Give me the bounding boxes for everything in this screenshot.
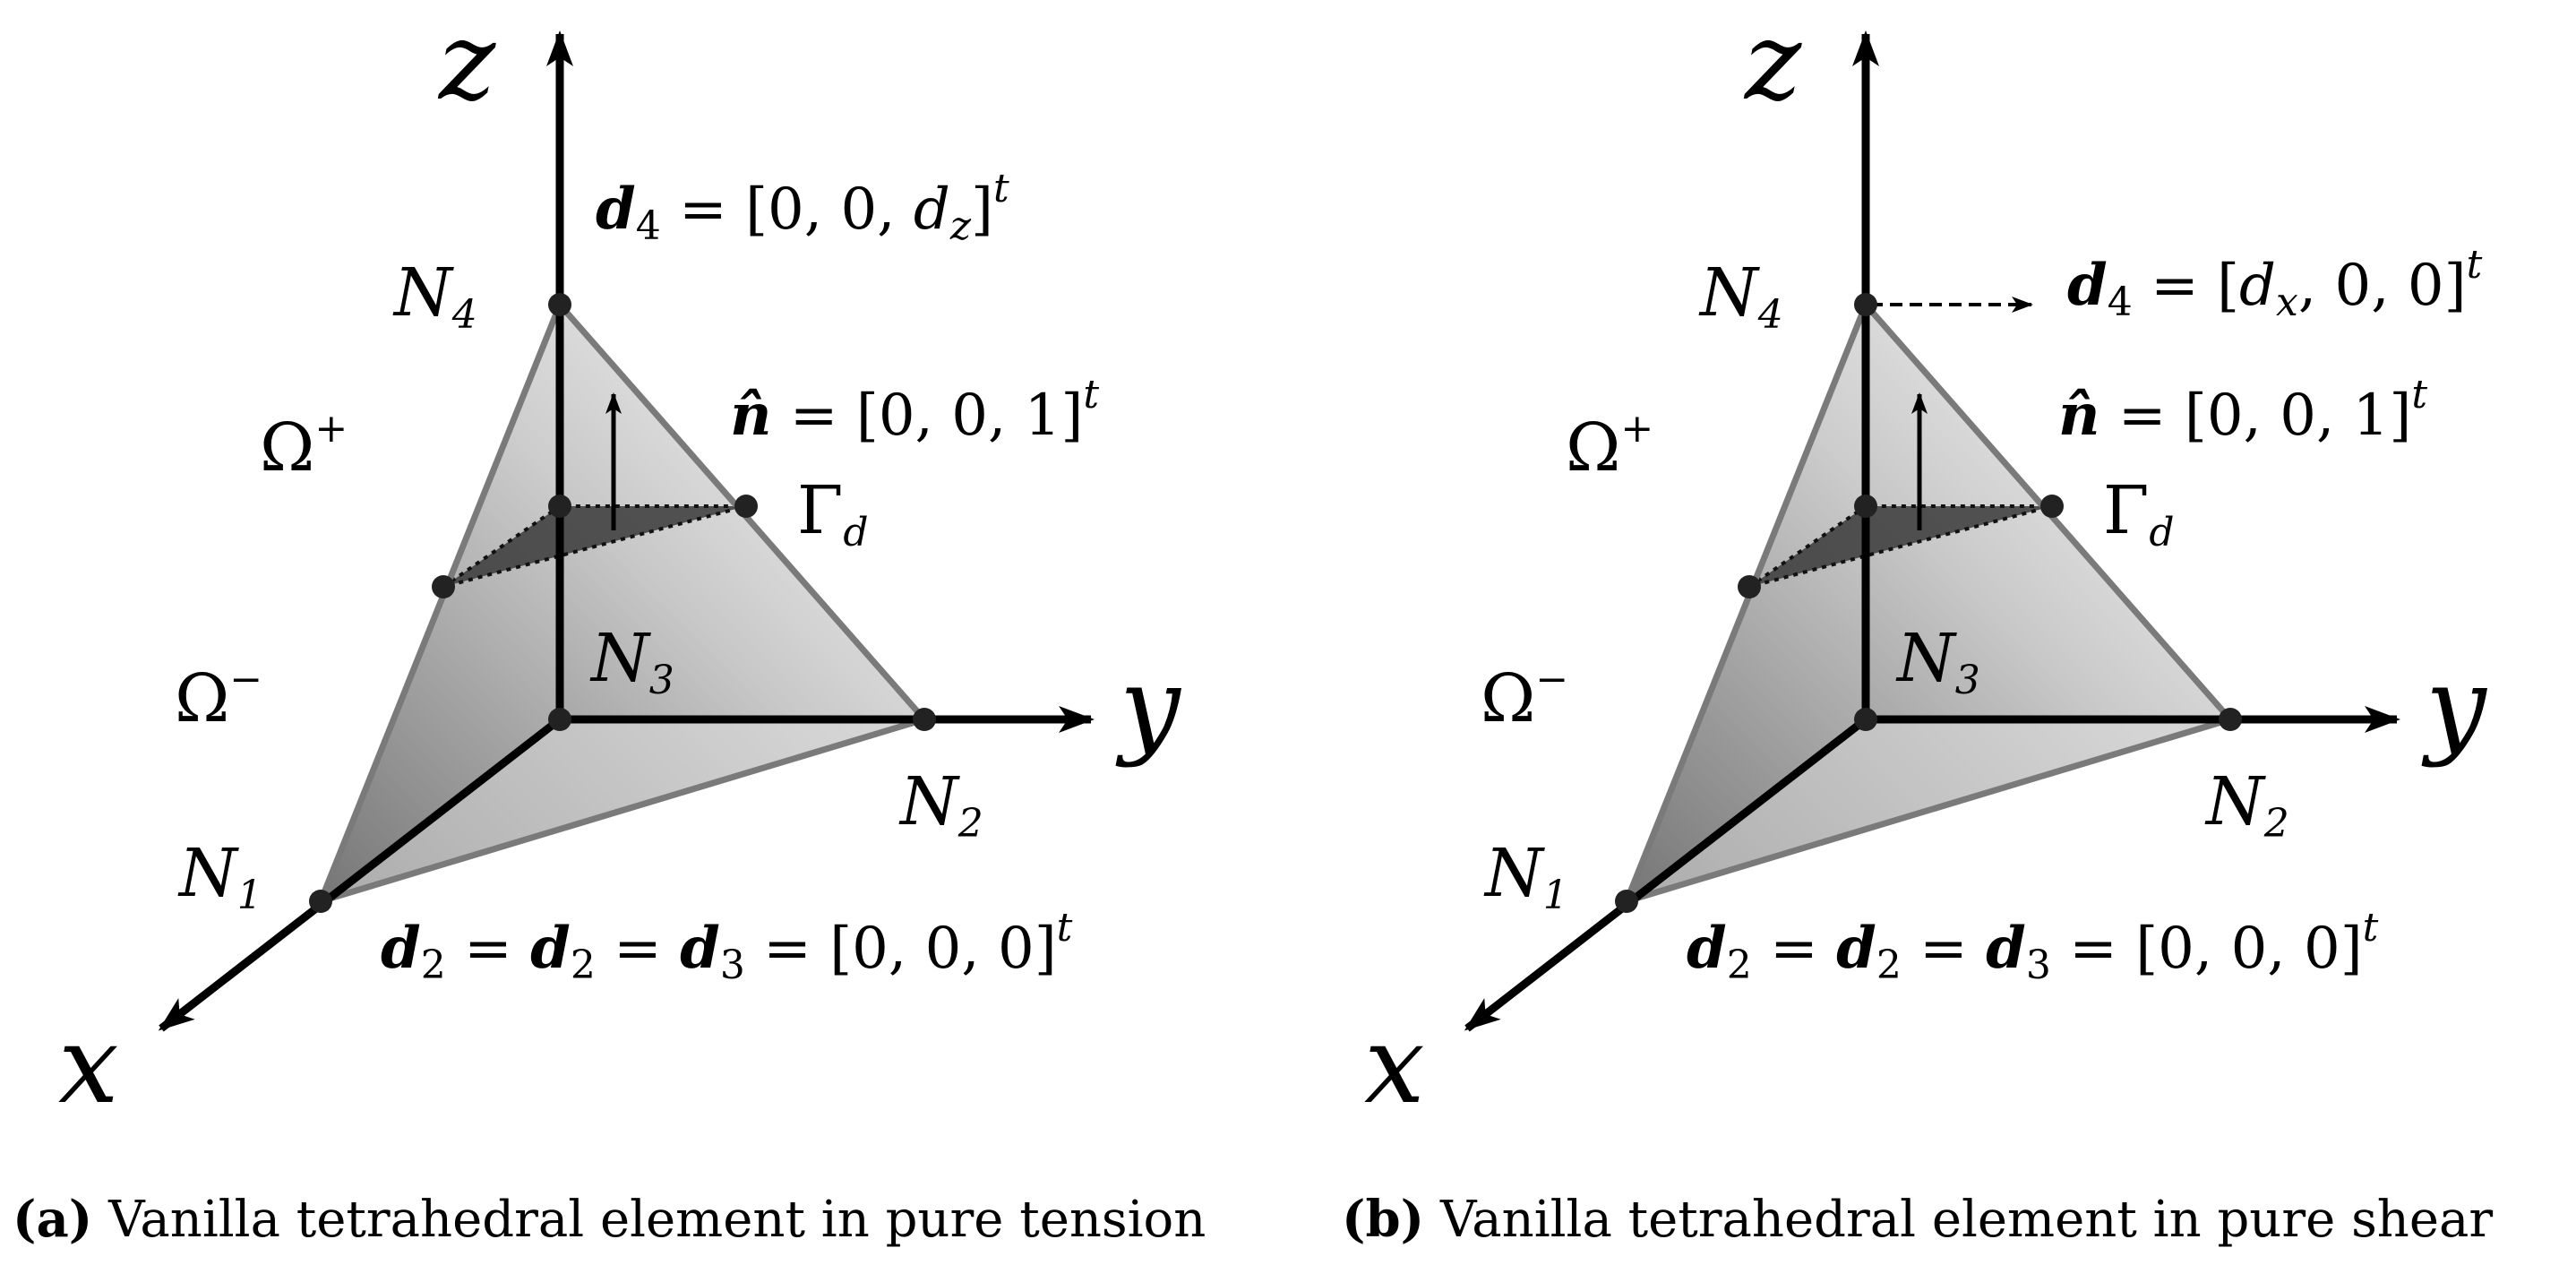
eq-d4-a: d4 = [0, 0, dz]t: [596, 166, 1009, 249]
axis-label-x: x: [58, 1003, 119, 1128]
node-n1: [1615, 890, 1638, 913]
label-n3: N3: [589, 620, 674, 703]
node-gamma-c: [2040, 495, 2064, 518]
node-n2: [2219, 708, 2242, 731]
panel-b: z y x N4 N3 N2 N1 Ω+ Ω− Γd d4 = [dx, 0, …: [1342, 0, 2493, 1249]
label-gamma-d: Γd: [2103, 472, 2175, 555]
label-n2: N2: [2204, 763, 2289, 847]
label-n2: N2: [898, 763, 983, 847]
node-gamma-c: [734, 495, 758, 518]
eq-d4-b: d4 = [dx, 0, 0]t: [2067, 242, 2483, 325]
eq-normal-b: n̂ = [0, 0, 1]t: [2058, 372, 2427, 449]
axis-label-z: z: [1743, 0, 1802, 125]
node-n4: [1854, 293, 1877, 316]
axis-label-x: x: [1364, 1003, 1425, 1128]
edge-n1-n4: [317, 303, 563, 903]
discontinuity-edges: [1747, 504, 2053, 589]
axis-label-y: y: [2421, 645, 2488, 770]
label-n4: N4: [392, 254, 477, 338]
node-n3: [548, 708, 571, 731]
eq-normal-a: n̂ = [0, 0, 1]t: [730, 372, 1099, 449]
node-gamma-a: [1738, 575, 1761, 598]
panel-a: z y x N4 N3 N2 N1 Ω+ Ω− Γd d4 = [0, 0, d…: [13, 0, 1206, 1249]
node-n1: [309, 890, 332, 913]
node-n2: [913, 708, 936, 731]
node-gamma-b: [548, 495, 571, 518]
edge-n1-n2: [319, 716, 926, 905]
axis-x: [158, 716, 562, 1032]
edge-n1-n2: [1625, 716, 2232, 905]
axis-label-z: z: [437, 0, 496, 125]
discontinuity-edges: [442, 504, 747, 589]
label-n1: N1: [1483, 835, 1568, 918]
label-omega-minus: Ω−: [1481, 657, 1568, 737]
label-n4: N4: [1698, 254, 1783, 338]
node-gamma-b: [1854, 495, 1877, 518]
label-gamma-d: Γd: [797, 472, 869, 555]
caption-a: (a) Vanilla tetrahedral element in pure …: [13, 1190, 1206, 1249]
edge-n1-n4: [1623, 303, 1869, 903]
label-omega-minus: Ω−: [175, 657, 262, 737]
node-n3: [1854, 708, 1877, 731]
caption-b: (b) Vanilla tetrahedral element in pure …: [1342, 1190, 2493, 1249]
node-gamma-a: [432, 575, 455, 598]
label-n1: N1: [177, 835, 262, 918]
label-omega-plus: Ω+: [260, 406, 348, 486]
eq-fixed-b: d2 = d2 = d3 = [0, 0, 0]t: [1687, 905, 2379, 988]
eq-fixed-a: d2 = d2 = d3 = [0, 0, 0]t: [381, 905, 1073, 988]
node-n4: [548, 293, 571, 316]
axis-x: [1464, 716, 1868, 1032]
label-omega-plus: Ω+: [1566, 406, 1653, 486]
label-n3: N3: [1895, 620, 1980, 703]
axis-label-y: y: [1115, 645, 1182, 770]
